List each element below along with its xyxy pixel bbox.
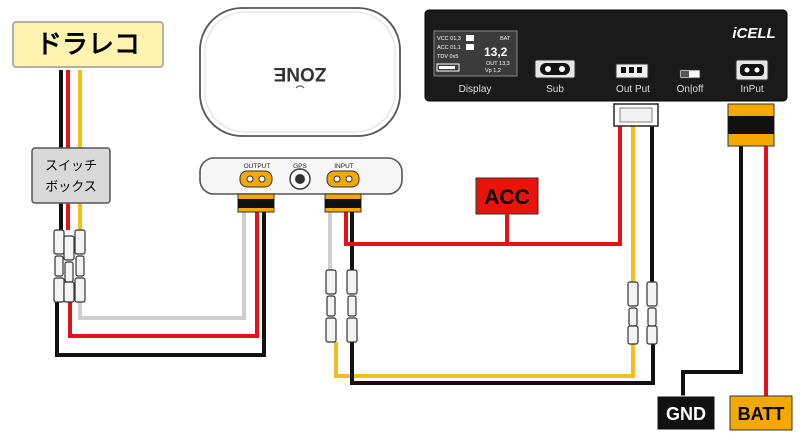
screen-voltage: 13,2 bbox=[484, 45, 508, 59]
icell-display-label: Display bbox=[459, 84, 492, 95]
icell-power-switch[interactable] bbox=[679, 69, 701, 79]
screen-flag-1 bbox=[466, 35, 474, 41]
batt-label: BATT bbox=[729, 395, 793, 431]
acc-label: ACC bbox=[475, 177, 539, 244]
gnd-label-box bbox=[656, 395, 716, 431]
gnd-label: GND bbox=[656, 395, 716, 431]
zone-input-plug-band bbox=[325, 199, 361, 208]
wire-black-output-loop bbox=[55, 210, 266, 357]
zone-signal-icon bbox=[295, 85, 305, 89]
connector-pair-red bbox=[63, 235, 75, 303]
dashcam-label: ドラレコ bbox=[12, 21, 164, 68]
icell-sub-port-socket bbox=[540, 63, 570, 75]
switch-box-label-line2: ボックス bbox=[45, 180, 97, 195]
batt-label-box bbox=[729, 395, 793, 431]
wires bbox=[55, 70, 768, 396]
icell-brand: iCELL bbox=[732, 25, 775, 42]
outport-plug-face bbox=[619, 107, 653, 123]
zone-gps-label: GPS bbox=[293, 163, 307, 170]
switch-box: スイッチ ボックス bbox=[31, 147, 111, 204]
icell-input-label: InPut bbox=[740, 84, 764, 95]
zone-input-port bbox=[326, 170, 360, 188]
input-plug bbox=[727, 103, 775, 147]
wire-red-acc bbox=[344, 126, 622, 246]
screen-vp: Vp 1,2 bbox=[485, 68, 501, 74]
zone-gps-port-core bbox=[295, 174, 305, 184]
inline-connectors-left bbox=[53, 229, 86, 303]
icell-switch-label: On|off bbox=[677, 84, 704, 95]
zone-module-top: ZONE bbox=[199, 7, 401, 137]
zone-body-inner bbox=[204, 11, 396, 133]
wire-black-gnd bbox=[681, 146, 743, 396]
screen-vcc: VCC 01,3 bbox=[437, 36, 461, 42]
wire-yellow-bottom bbox=[334, 342, 635, 378]
connector-pair-yellow bbox=[74, 229, 86, 303]
outport-plug bbox=[613, 103, 659, 127]
connector-pair-black bbox=[53, 229, 65, 303]
screen-tdv: TDV 0x5 bbox=[437, 54, 458, 60]
zone-output-port bbox=[239, 170, 273, 188]
icell-outport-label: Out Put bbox=[616, 84, 650, 95]
screen-acc: ACC 01,1 bbox=[437, 45, 461, 51]
screen-flag-2 bbox=[466, 44, 474, 50]
zone-output-label: OUTPUT bbox=[244, 163, 271, 170]
acc-label-text: ACC bbox=[484, 186, 530, 209]
screen-battery-icon bbox=[436, 63, 460, 72]
screen-out: OUT 13,3 bbox=[486, 61, 510, 67]
screen-bat-label: BAT bbox=[500, 36, 511, 42]
zone-output-plug-band bbox=[238, 199, 274, 208]
dashcam-label-text: ドラレコ bbox=[36, 30, 140, 60]
zone-module-side: OUTPUT GPS INPUT bbox=[199, 157, 403, 213]
icell-power-switch-knob bbox=[681, 71, 689, 77]
icell-unit: iCELL VCC 01,3 ACC 01,1 TDV 0x5 BAT 13,2… bbox=[424, 9, 788, 102]
batt-label-text: BATT bbox=[738, 404, 785, 424]
icell-sub-label: Sub bbox=[546, 84, 564, 95]
acc-label-box bbox=[475, 177, 539, 215]
zone-logo: ZONE bbox=[274, 63, 327, 84]
wire-gray-output-loop bbox=[78, 210, 246, 320]
zone-body bbox=[199, 7, 401, 137]
zone-input-label: INPUT bbox=[334, 163, 354, 170]
wire-black-bottom bbox=[350, 342, 655, 385]
inline-connectors-input bbox=[325, 269, 358, 343]
switch-box-label-line1: スイッチ bbox=[45, 159, 97, 174]
input-plug-band bbox=[728, 116, 774, 134]
inline-connectors-outport bbox=[627, 281, 658, 345]
gnd-label-text: GND bbox=[666, 404, 706, 424]
switch-box-body bbox=[31, 147, 111, 204]
dashcam-label-box bbox=[12, 21, 164, 68]
wire-red-output-loop bbox=[68, 210, 259, 338]
screen-battery-fill bbox=[439, 66, 455, 69]
